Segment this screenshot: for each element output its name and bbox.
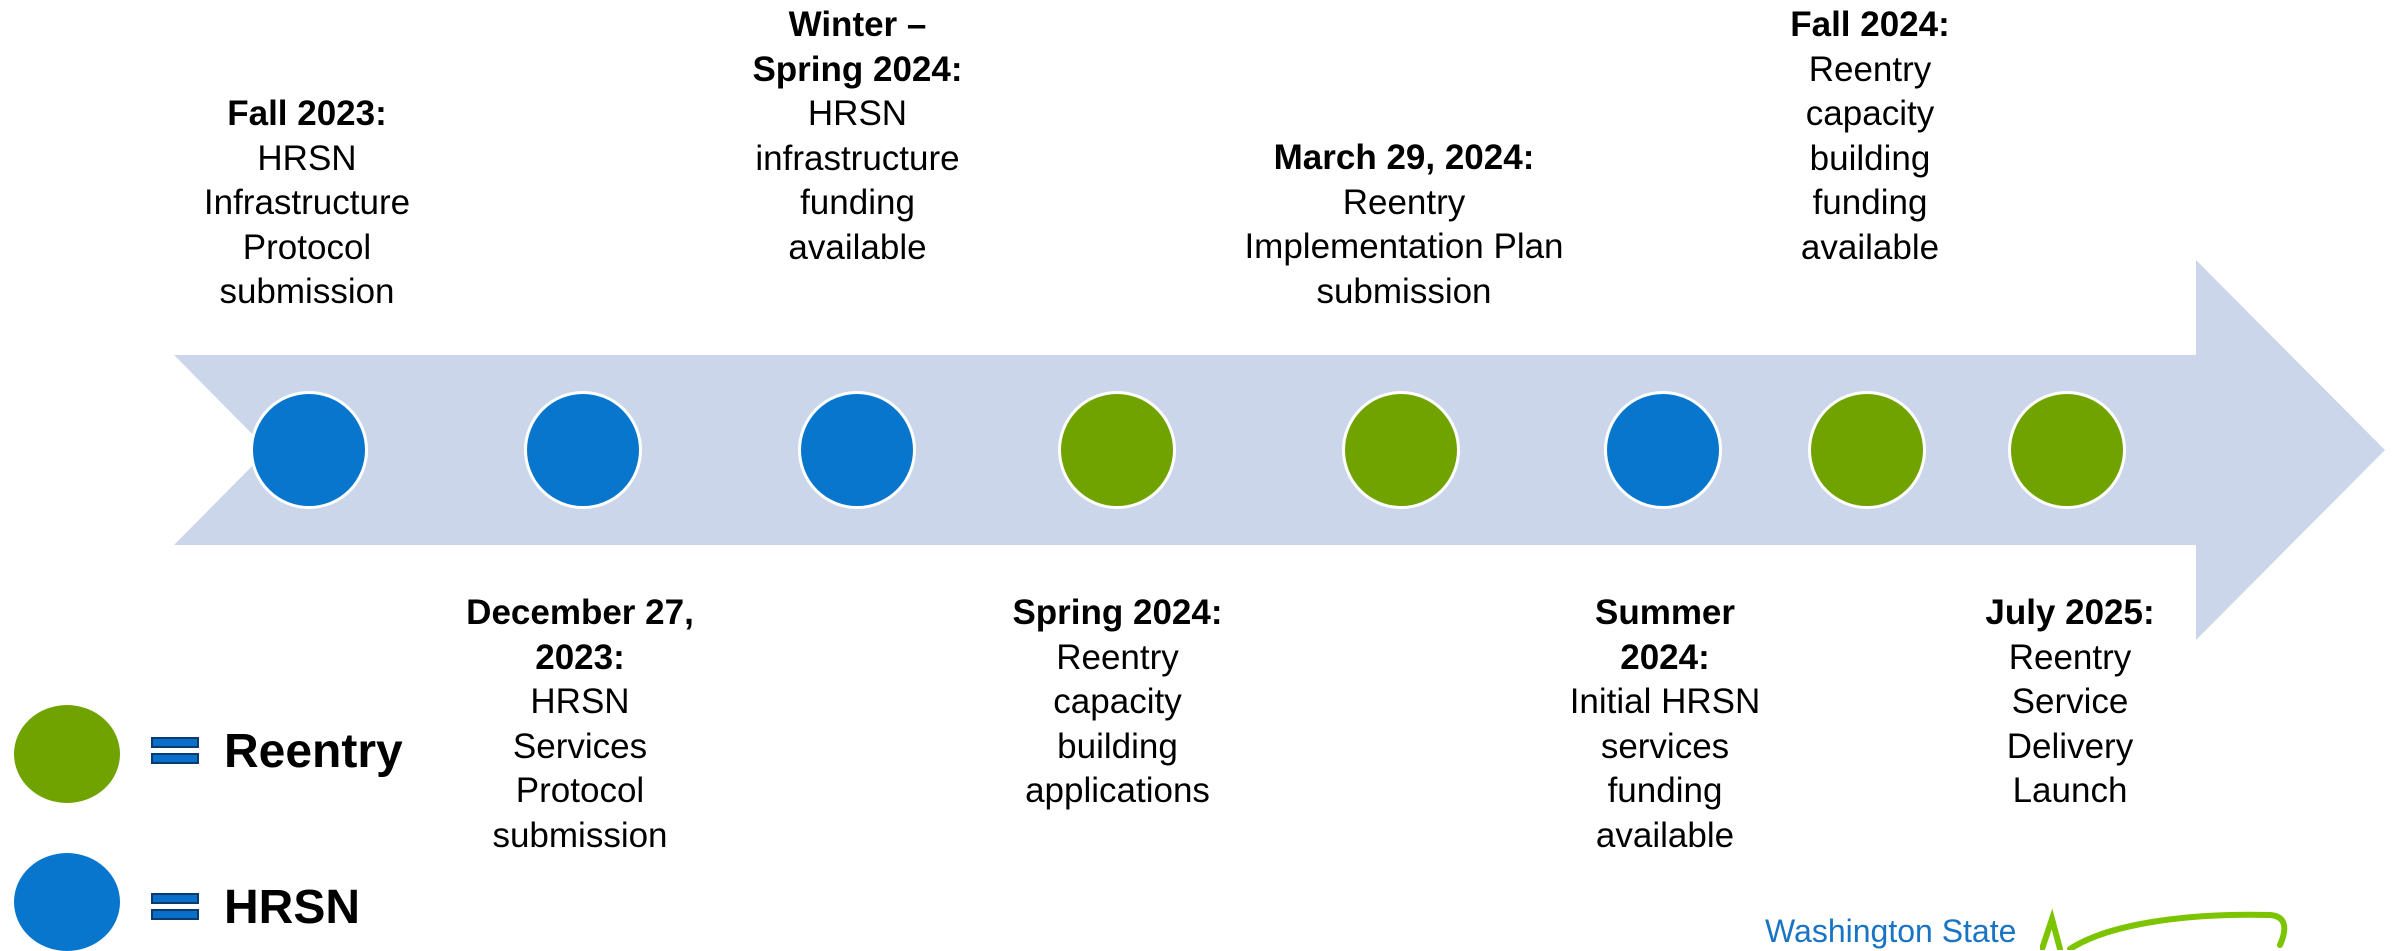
milestone-text: HRSN Infrastructure Protocol submission	[203, 138, 411, 312]
milestone-dot-reentry	[2008, 391, 2126, 509]
milestone-label: Summer 2024: Initial HRSN services fundi…	[1565, 591, 1765, 858]
logo-text: Washington State	[1765, 913, 2017, 949]
milestone-dot-reentry	[1058, 391, 1176, 509]
milestone-text: HRSN infrastructure funding available	[755, 94, 960, 267]
milestone-date: December 27, 2023:	[466, 593, 694, 677]
milestone-date: Summer 2024:	[1594, 593, 1736, 677]
milestone-label: Fall 2023: HRSN Infrastructure Protocol …	[177, 92, 437, 315]
milestone-date: Winter – Spring 2024:	[752, 5, 963, 89]
legend-hrsn-label: HRSN	[224, 881, 361, 934]
milestone-date: Spring 2024:	[1012, 593, 1223, 632]
milestone-label: Winter – Spring 2024: HRSN infrastructur…	[735, 3, 980, 270]
milestone-dot-reentry	[1342, 391, 1460, 509]
milestone-date: Fall 2023:	[227, 94, 387, 133]
milestone-dot-hrsn	[524, 391, 642, 509]
milestone-dot-hrsn	[1604, 391, 1722, 509]
legend-hrsn-dot	[14, 853, 120, 951]
milestone-text: HRSN Services Protocol submission	[492, 682, 668, 855]
equals-icon	[151, 893, 199, 923]
milestone-date: March 29, 2024:	[1273, 138, 1535, 177]
milestone-label: December 27, 2023: HRSN Services Protoco…	[465, 591, 695, 858]
milestone-dot-reentry	[1808, 391, 1926, 509]
milestone-dot-hrsn	[798, 391, 916, 509]
milestone-date: July 2025:	[1985, 593, 2155, 632]
milestone-label: March 29, 2024: Reentry Implementation P…	[1244, 136, 1564, 314]
milestone-text: Reentry capacity building applications	[1025, 637, 1210, 811]
milestone-label: Fall 2024: Reentry capacity building fun…	[1771, 3, 1969, 270]
legend-reentry-label: Reentry	[224, 725, 403, 778]
milestone-text: Reentry capacity building funding availa…	[1800, 49, 1940, 267]
milestone-dot-hrsn	[250, 391, 368, 509]
legend-reentry-dot	[14, 705, 120, 803]
equals-icon	[151, 737, 199, 767]
milestone-text: Initial HRSN services funding available	[1569, 682, 1761, 855]
milestone-date: Fall 2024:	[1790, 5, 1950, 44]
arrow-shape	[174, 260, 2385, 640]
milestone-label: Spring 2024: Reentry capacity building a…	[1000, 591, 1235, 814]
milestone-text: Reentry Implementation Plan submission	[1244, 182, 1564, 311]
milestone-text: Reentry Service Delivery Launch	[2006, 637, 2134, 811]
milestone-label: July 2025: Reentry Service Delivery Laun…	[1970, 591, 2170, 814]
logo-swoosh-icon	[2040, 908, 2288, 950]
